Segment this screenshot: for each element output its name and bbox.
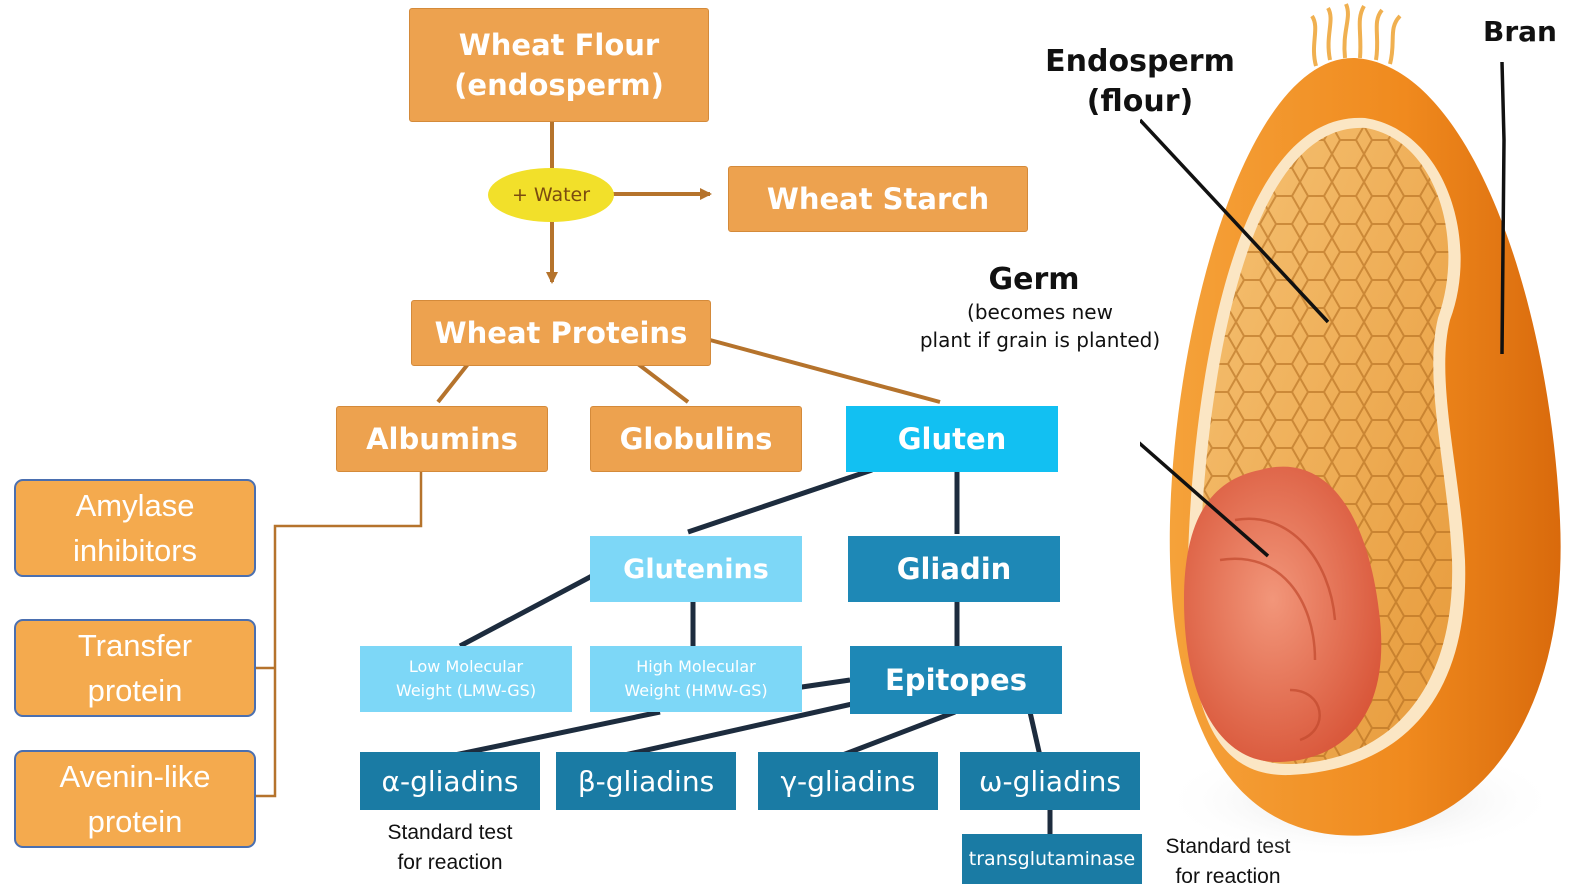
gliadin-box: Gliadin: [848, 536, 1060, 602]
glutenins-to-lmw-line: [460, 576, 592, 646]
proteins-to-globulins-line: [638, 364, 688, 402]
hmw-glutenin-box: High Molecular Weight (HMW-GS): [590, 646, 802, 712]
amylase-inhibitors-box: Amylase inhibitors: [14, 479, 256, 577]
wheat-flour-box: Wheat Flour (endosperm): [409, 8, 709, 122]
standard-test-note-alpha: Standard test for reaction: [360, 818, 540, 878]
water-oval: + Water: [488, 168, 614, 222]
gamma-gliadins-box: γ-gliadins: [758, 752, 938, 810]
alpha-gliadins-box: α-gliadins: [360, 752, 540, 810]
germ-label: Germ: [964, 260, 1104, 300]
epitopes-box: Epitopes: [850, 646, 1062, 714]
gluten-to-glutenins-line: [688, 470, 872, 532]
gluten-box: Gluten: [846, 406, 1058, 472]
wheat-proteins-box: Wheat Proteins: [411, 300, 711, 366]
albumins-box: Albumins: [336, 406, 548, 472]
bran-label: Bran: [1470, 12, 1570, 52]
wheat-starch-box: Wheat Starch: [728, 166, 1028, 232]
beta-gliadins-box: β-gliadins: [556, 752, 736, 810]
transglutaminase-box: transglutaminase: [962, 834, 1142, 884]
germ-note: (becomes new plant if grain is planted): [890, 298, 1190, 354]
grain-hairs: [1312, 4, 1400, 66]
lmw-hmw-to-alpha-line: [450, 712, 660, 756]
transfer-protein-box: Transfer protein: [14, 619, 256, 717]
proteins-to-albumins-line: [438, 364, 468, 402]
wheat-grain-illustration: [1140, 0, 1586, 887]
albumins-bracket-line: [255, 466, 421, 796]
omega-gliadins-box: ω-gliadins: [960, 752, 1140, 810]
globulins-box: Globulins: [590, 406, 802, 472]
endosperm-label: Endosperm (flour): [1020, 42, 1260, 122]
avenin-like-protein-box: Avenin-like protein: [14, 750, 256, 848]
epitopes-to-gamma-line: [840, 712, 955, 756]
epitopes-to-hmw-line: [795, 680, 850, 688]
lmw-glutenin-box: Low Molecular Weight (LMW-GS): [360, 646, 572, 712]
glutenins-box: Glutenins: [590, 536, 802, 602]
epitopes-to-omega-line: [1030, 712, 1040, 756]
